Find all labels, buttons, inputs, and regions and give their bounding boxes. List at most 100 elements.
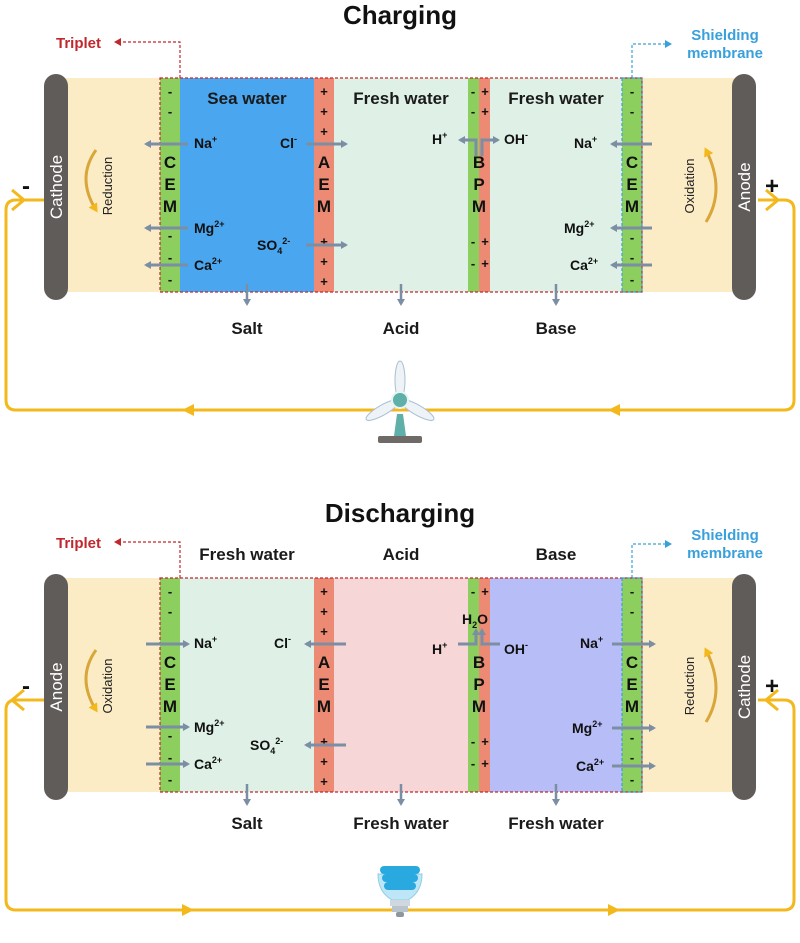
svg-text:-: -: [168, 272, 172, 287]
na-ion-left: Na+: [194, 134, 217, 151]
svg-text:-: -: [630, 250, 634, 265]
svg-text:M: M: [317, 197, 331, 216]
reduction-label-2: Reduction: [682, 657, 697, 716]
charging-title: Charging: [343, 0, 457, 30]
na-ion-right-2: Na+: [580, 634, 603, 651]
svg-text:-: -: [168, 584, 172, 599]
shielding-outline: [621, 77, 643, 293]
svg-text:A: A: [318, 153, 330, 172]
circuit-arrow-1: [11, 188, 27, 212]
cem-membrane-left: [160, 78, 180, 292]
svg-text:+: +: [320, 754, 328, 769]
svg-text:+: +: [320, 254, 328, 269]
svg-text:P: P: [473, 675, 484, 694]
circuit-arrow-5: [9, 688, 25, 712]
fresh-water-compartment-2: [490, 78, 622, 292]
h-arrow-2: [458, 628, 480, 646]
svg-text:+: +: [320, 124, 328, 139]
svg-text:E: E: [626, 175, 637, 194]
svg-text:-: -: [630, 230, 634, 245]
svg-text:+: +: [320, 104, 328, 119]
cathode-electrode-2: [732, 574, 756, 800]
svg-text:-: -: [471, 756, 475, 771]
shielding-label-2-line1: Shielding: [691, 527, 759, 544]
oxidation-label: Oxidation: [682, 159, 697, 214]
svg-text:-: -: [471, 256, 475, 271]
oxidation-label-2: Oxidation: [100, 659, 115, 714]
cathode-electrode: [44, 74, 68, 300]
svg-text:M: M: [163, 197, 177, 216]
fresh-water-label-2: Fresh water: [508, 89, 604, 108]
svg-text:M: M: [472, 697, 486, 716]
circuit-arrow-4: [608, 404, 620, 416]
svg-text:-: -: [630, 750, 634, 765]
wind-turbine-icon: [365, 360, 435, 443]
fresh-water-input-label: Fresh water: [199, 545, 295, 564]
svg-text:-: -: [168, 104, 172, 119]
svg-text:M: M: [163, 697, 177, 716]
charging-circuit-wire: [4, 198, 796, 412]
svg-text:-: -: [630, 584, 634, 599]
mg-ion-right: Mg2+: [564, 219, 594, 236]
cl-ion-2: Cl-: [274, 634, 291, 651]
cathode-label: Cathode: [47, 155, 66, 219]
svg-text:-: -: [630, 272, 634, 287]
ca-ion-left-2: Ca2+: [194, 755, 222, 772]
salt-output-label-2: Salt: [231, 814, 263, 833]
svg-text:M: M: [625, 697, 639, 716]
svg-text:+: +: [481, 256, 489, 271]
h2o-molecule: H2O: [462, 611, 488, 630]
svg-text:+: +: [320, 274, 328, 289]
bpm-anion-layer: [479, 78, 490, 292]
discharging-title: Discharging: [325, 498, 475, 528]
svg-text:+: +: [481, 234, 489, 249]
svg-text:-: -: [630, 104, 634, 119]
bpm-letters-2: B P M: [472, 653, 486, 716]
svg-text:C: C: [626, 653, 638, 672]
cem-membrane-right-2: [622, 578, 642, 792]
oh-ion: OH-: [504, 130, 528, 147]
svg-text:E: E: [318, 175, 329, 194]
mg-ion-left: Mg2+: [194, 219, 224, 236]
light-bulb-icon: [377, 866, 423, 917]
anode-label-2: Anode: [47, 662, 66, 711]
fresh-water-output-label-2: Fresh water: [508, 814, 604, 833]
svg-text:+: +: [481, 84, 489, 99]
aem-letters-2: A E M: [317, 653, 331, 716]
svg-text:+: +: [320, 734, 328, 749]
oxidation-arrow: [704, 147, 718, 223]
oh-arrow: [480, 136, 500, 156]
triplet-pointer-2: [114, 538, 181, 578]
so4-ion-2: SO42-: [250, 736, 283, 756]
fresh-water-output-label-1: Fresh water: [353, 814, 449, 833]
mg-ion-left-2: Mg2+: [194, 718, 224, 735]
circuit-arrow-7: [182, 904, 194, 916]
reduction-label: Reduction: [100, 157, 115, 216]
cem-right-letters: C E M: [625, 153, 639, 216]
cem-membrane-left-2: [160, 578, 180, 792]
svg-text:E: E: [318, 675, 329, 694]
svg-text:+: +: [481, 584, 489, 599]
charging-panel: Charging Triplet Shielding membrane - - …: [4, 0, 796, 443]
svg-text:-: -: [168, 84, 172, 99]
shielding-label-line1: Shielding: [691, 27, 759, 44]
cathode-label-2: Cathode: [735, 655, 754, 719]
svg-text:M: M: [317, 697, 331, 716]
oh-ion-2: OH-: [504, 640, 528, 657]
base-output-label: Base: [536, 319, 577, 338]
svg-text:+: +: [481, 734, 489, 749]
aem-membrane-2: [314, 578, 334, 792]
svg-text:P: P: [473, 175, 484, 194]
anode-electrode: [732, 74, 756, 300]
h-ion-2: H+: [432, 640, 447, 657]
reduction-arrow-2: [704, 647, 718, 723]
circuit-arrow-8: [608, 904, 620, 916]
svg-text:-: -: [471, 734, 475, 749]
sea-water-label: Sea water: [207, 89, 287, 108]
svg-text:+: +: [320, 604, 328, 619]
negative-pole: -: [22, 173, 30, 200]
svg-text:M: M: [625, 197, 639, 216]
salt-output-label: Salt: [231, 319, 263, 338]
circuit-arrow-6: [763, 688, 779, 712]
svg-text:M: M: [472, 197, 486, 216]
